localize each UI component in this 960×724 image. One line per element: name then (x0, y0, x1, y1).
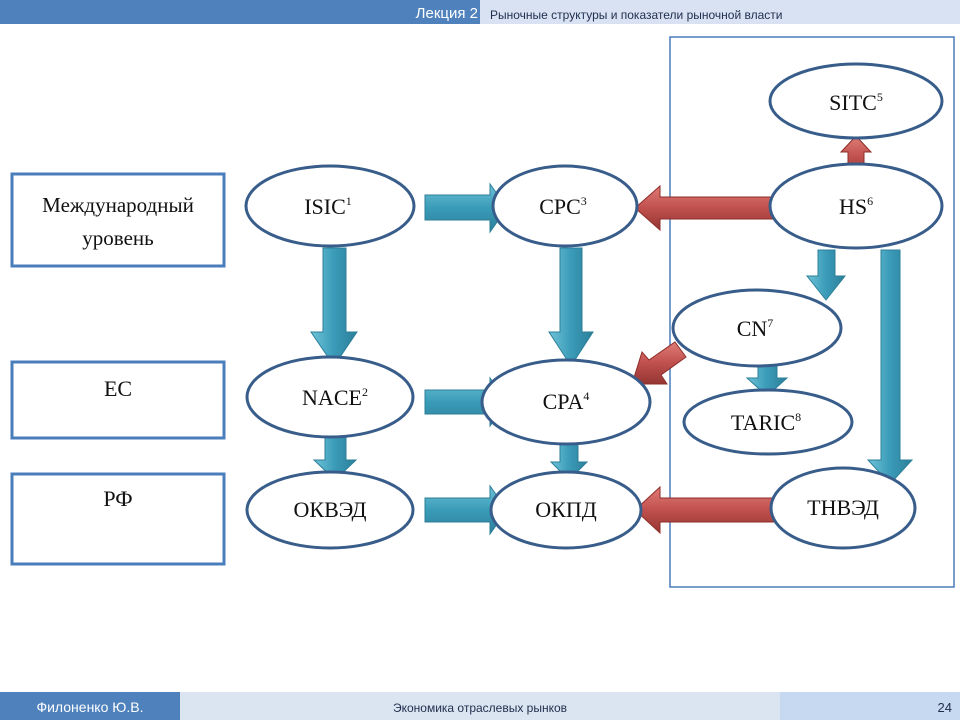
node-label-sitc: SITC5 (829, 90, 883, 115)
arrow-nace-to-okved (312, 435, 358, 481)
node-label-isic: ISIC1 (304, 194, 352, 219)
node-label-taric: TARIC8 (731, 410, 801, 435)
footer-course: Экономика отраслевых рынков (392, 701, 568, 715)
lecture-label: Лекция 2 (415, 5, 478, 22)
node-nace (245, 355, 415, 439)
node-label-cpc: CPC3 (539, 194, 587, 219)
header-left-bar (0, 0, 480, 24)
arrow-cpc-to-cpa (548, 247, 594, 367)
node-okved (245, 470, 415, 550)
arrow-isic-to-nace (310, 247, 358, 367)
node-okpd (489, 470, 643, 550)
header-right-bar (480, 0, 960, 24)
page-number: 24 (937, 700, 952, 715)
level-label-eu: ЕС (104, 376, 132, 401)
arrow-hs-to-tnved (866, 249, 914, 485)
level-label-rf: РФ (103, 486, 132, 511)
level-box-eu (10, 360, 226, 440)
right-frame-box (669, 36, 955, 588)
node-label-hs: HS6 (839, 194, 873, 219)
node-tnved (769, 466, 917, 550)
arrow-cn-to-cpa (631, 341, 687, 385)
footer-course-bar: Экономика отраслевых рынков (180, 692, 780, 720)
footer-page-bar: 24 (780, 692, 960, 720)
footer-author-bar: Филоненко Ю.В. (0, 692, 180, 720)
node-sitc (768, 62, 944, 140)
node-cpa (480, 358, 652, 446)
node-label-tnved: ТНВЭД (807, 495, 879, 520)
arrow-hs-to-cpc (634, 184, 775, 232)
footer-author: Филоненко Ю.В. (36, 699, 144, 715)
node-cn (671, 288, 843, 368)
node-cpc (491, 164, 639, 248)
node-label-okpd: ОКПД (535, 497, 596, 522)
node-hs (768, 162, 944, 250)
arrow-tnved-to-okpd (634, 485, 775, 535)
level-label-international-line1: Международный (42, 193, 194, 217)
node-taric (682, 388, 854, 456)
level-box-rf (10, 472, 226, 566)
arrow-hs-to-cn (805, 249, 847, 301)
node-label-nace: NACE2 (302, 385, 368, 410)
slide-title: Рыночные структуры и показатели рыночной… (490, 8, 783, 22)
node-label-okved: ОКВЭД (294, 497, 367, 522)
level-label-international-line2: уровень (82, 226, 153, 250)
node-isic (244, 164, 416, 248)
node-label-cn: CN7 (737, 316, 774, 341)
level-box-international (10, 172, 226, 268)
node-label-cpa: CPA4 (543, 389, 590, 414)
